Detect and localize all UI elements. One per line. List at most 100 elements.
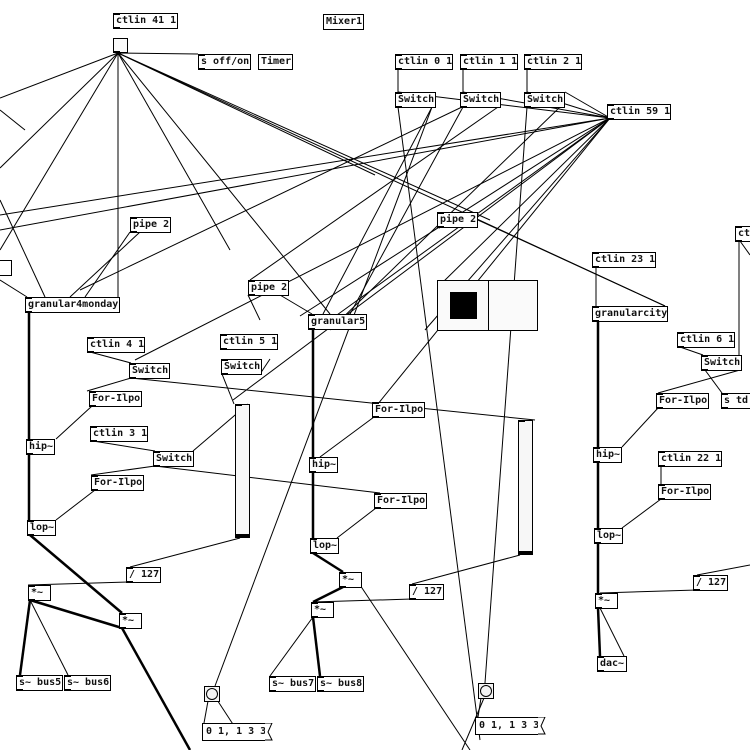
volume-slider-right[interactable]	[518, 420, 533, 555]
control-connection	[29, 599, 69, 676]
control-connection	[117, 52, 231, 251]
send-bus5-object[interactable]: s~ bus5	[16, 675, 63, 691]
ctlin-41-object[interactable]: ctlin 41 1	[113, 13, 178, 29]
slider-knob[interactable]	[236, 534, 249, 537]
send-bus8-object[interactable]: s~ bus8	[317, 676, 364, 692]
for-ilpo-object[interactable]: For-Ilpo	[372, 402, 425, 418]
control-connection	[154, 465, 381, 494]
lop-filter-object[interactable]: lop~	[27, 520, 56, 536]
send-td-object[interactable]: s td	[721, 393, 750, 409]
send-bus7-object[interactable]: s~ bus7	[269, 676, 316, 692]
signal-connection	[29, 534, 123, 614]
timer-object[interactable]: Timer	[258, 54, 293, 70]
granular5-object[interactable]: granular5	[308, 314, 367, 330]
pipe-2-object[interactable]: pipe 2	[437, 212, 478, 228]
ctlin-59-object[interactable]: ctlin 59 1	[607, 104, 671, 120]
message-flag	[265, 723, 273, 741]
control-connection	[221, 373, 235, 405]
control-connection	[322, 106, 433, 315]
control-connection	[117, 52, 491, 221]
control-connection	[359, 584, 471, 750]
multiply-signal-object[interactable]: *~	[311, 602, 334, 618]
grid-selector[interactable]	[437, 280, 538, 331]
ctlin-2-object[interactable]: ctlin 2 1	[524, 54, 582, 70]
control-connection	[349, 106, 464, 315]
control-connection	[232, 117, 611, 401]
message-box[interactable]: 0 1, 1 3 3	[475, 717, 539, 735]
control-connection	[79, 106, 463, 291]
control-connection	[621, 498, 662, 529]
message-flag	[538, 717, 546, 735]
ctlin-4-object[interactable]: ctlin 4 1	[87, 337, 145, 353]
for-ilpo-object[interactable]: For-Ilpo	[91, 475, 144, 491]
ctlin-6-object[interactable]: ctlin 6 1	[677, 332, 735, 348]
hip-filter-object[interactable]: hip~	[26, 439, 55, 455]
send-bus6-object[interactable]: s~ bus6	[64, 675, 111, 691]
control-connection	[484, 106, 528, 684]
control-connection	[130, 377, 536, 421]
ctlin-3-object[interactable]: ctlin 3 1	[90, 426, 148, 442]
ctlin-22-object[interactable]: ctlin 22 1	[658, 451, 722, 467]
control-connection	[336, 507, 377, 539]
send-off-on-object[interactable]: s off/on	[198, 54, 251, 70]
switch-5-object[interactable]: Switch	[221, 359, 262, 375]
ctlin-5-object[interactable]: ctlin 5 1	[220, 334, 278, 350]
signal-connection	[29, 598, 123, 630]
ctlin-1-object[interactable]: ctlin 1 1	[460, 54, 518, 70]
control-connection	[269, 616, 314, 677]
ctlin-0-object[interactable]: ctlin 0 1	[395, 54, 453, 70]
control-connection	[89, 351, 132, 364]
control-connection	[319, 416, 375, 458]
for-ilpo-object[interactable]: For-Ilpo	[658, 484, 711, 500]
main-toggle[interactable]	[113, 38, 128, 53]
pipe-2-object[interactable]: pipe 2	[130, 217, 171, 233]
granularcity-object[interactable]: granularcity	[592, 306, 668, 322]
divide-127-object[interactable]: / 127	[409, 584, 444, 600]
dac-output-object[interactable]: dac~	[597, 656, 627, 672]
granular4monday-object[interactable]: granular4monday	[25, 297, 120, 313]
control-connection	[279, 294, 313, 315]
lop-filter-object[interactable]: lop~	[594, 528, 623, 544]
pipe-2-object-partial[interactable]: 2	[0, 260, 12, 276]
switch-1-object[interactable]: Switch	[460, 92, 501, 108]
hip-filter-object[interactable]: hip~	[593, 447, 622, 463]
lop-filter-object[interactable]: lop~	[310, 538, 339, 554]
control-connection	[312, 598, 413, 603]
volume-slider-left[interactable]	[235, 404, 250, 538]
bang-button[interactable]	[478, 683, 494, 699]
control-connection	[0, 117, 611, 216]
multiply-signal-object[interactable]: *~	[595, 593, 618, 609]
signal-connection	[311, 616, 322, 677]
control-connection	[117, 52, 199, 55]
switch-0-object[interactable]: Switch	[395, 92, 436, 108]
divide-127-object[interactable]: / 127	[126, 567, 161, 583]
for-ilpo-object[interactable]: For-Ilpo	[89, 391, 142, 407]
control-connection	[461, 697, 485, 750]
bang-circle	[480, 685, 492, 697]
for-ilpo-object[interactable]: For-Ilpo	[374, 493, 427, 509]
slider-knob[interactable]	[519, 551, 532, 554]
switch-4-object[interactable]: Switch	[129, 363, 170, 379]
control-connection	[69, 231, 141, 298]
bang-button[interactable]	[204, 686, 220, 702]
control-connection	[0, 52, 119, 169]
ctlin-23-object[interactable]: ctlin 23 1	[592, 252, 656, 268]
control-connection	[439, 117, 611, 286]
multiply-signal-object[interactable]: *~	[119, 613, 142, 629]
hip-filter-object[interactable]: hip~	[309, 457, 338, 473]
control-connection	[599, 607, 625, 657]
for-ilpo-object[interactable]: For-Ilpo	[656, 393, 709, 409]
control-connection	[704, 369, 723, 394]
pipe-2-object[interactable]: pipe 2	[248, 280, 289, 296]
switch-6-object[interactable]: Switch	[701, 355, 742, 371]
switch-3-object[interactable]: Switch	[153, 451, 194, 467]
control-connection	[0, 117, 611, 231]
switch-2-object[interactable]: Switch	[524, 92, 565, 108]
multiply-signal-object[interactable]: *~	[28, 585, 51, 601]
control-connection	[90, 465, 156, 476]
ctlin-object-partial[interactable]: ctl	[735, 226, 750, 242]
multiply-signal-object[interactable]: *~	[339, 572, 362, 588]
message-box[interactable]: 0 1, 1 3 3	[202, 723, 266, 741]
divide-127-object[interactable]: / 127	[693, 575, 728, 591]
